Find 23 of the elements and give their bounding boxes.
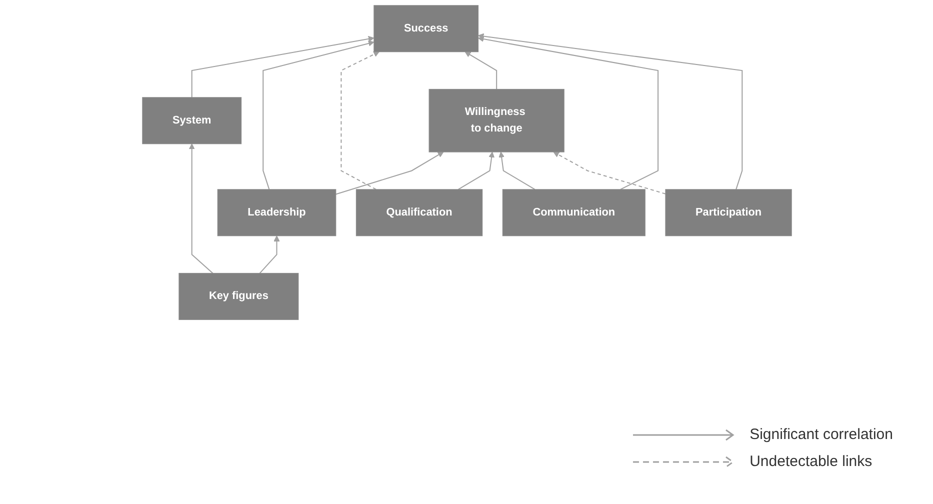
arrow — [340, 52, 379, 190]
arrow — [262, 40, 374, 190]
node-box — [178, 272, 298, 320]
arrow — [477, 36, 658, 190]
arrow — [498, 152, 535, 190]
flowchart: Success Willingness to change System Leadership Qualification Communication Participation Key figures — [136, 0, 796, 326]
node-box — [355, 189, 482, 236]
node-box — [664, 189, 792, 236]
node-box — [428, 88, 564, 152]
arrow — [552, 152, 666, 194]
arrow — [457, 152, 494, 190]
legend-text: Significant correlation — [750, 426, 893, 443]
arrow — [188, 144, 213, 274]
node-box — [502, 189, 645, 236]
node-box — [373, 5, 478, 52]
arrow — [464, 52, 497, 90]
node-box — [216, 189, 336, 236]
arrow — [258, 236, 280, 274]
legend-text: Undetectable links — [750, 453, 872, 470]
arrow — [190, 36, 374, 98]
arrow — [477, 33, 742, 190]
arrow — [335, 152, 444, 195]
node-box — [142, 97, 242, 144]
